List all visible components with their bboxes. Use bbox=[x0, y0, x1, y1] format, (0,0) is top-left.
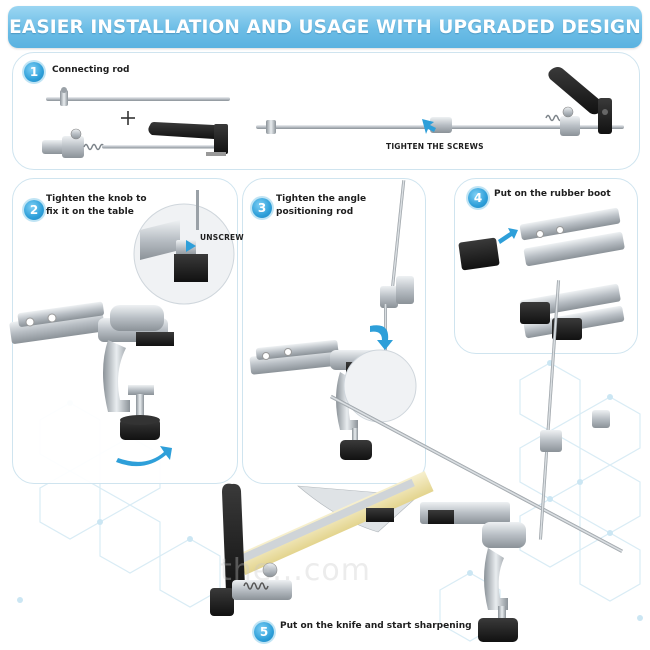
header-banner: EASIER INSTALLATION AND USAGE WITH UPGRA… bbox=[8, 6, 642, 48]
curved-arrow-icon bbox=[370, 325, 393, 350]
unscrew-label: UNSCREW bbox=[200, 233, 244, 242]
assembled-rod-illustration bbox=[256, 67, 624, 136]
zoom-detail-step-2 bbox=[140, 220, 208, 282]
step-3-label-line-2: positioning rod bbox=[276, 207, 354, 217]
step-3-panel bbox=[242, 178, 426, 484]
step-5-label: Put on the knife and start sharpening bbox=[280, 621, 472, 631]
rubber-boot-illustration bbox=[458, 237, 500, 271]
clamp-illustration-step-4-top bbox=[519, 207, 625, 267]
step-3-label-line-1: Tighten the angle bbox=[276, 194, 367, 204]
step-1-label: Connecting rod bbox=[52, 65, 130, 75]
knob-assembly-illustration bbox=[42, 128, 222, 158]
handle-illustration bbox=[148, 122, 228, 156]
rotate-arrow-icon bbox=[116, 446, 172, 467]
boot-arrow-icon bbox=[498, 228, 518, 244]
connecting-rod-illustration bbox=[46, 87, 230, 106]
step-4-badge: 4 bbox=[468, 188, 488, 208]
step-5-badge: 5 bbox=[254, 622, 274, 642]
clamp-illustration-step-2 bbox=[9, 301, 174, 440]
sharpener-assembly-illustration bbox=[210, 280, 624, 642]
step-4-label: Put on the rubber boot bbox=[494, 189, 611, 199]
watermark: the...com bbox=[220, 553, 371, 588]
step-2-label-line-1: Tighten the knob to bbox=[46, 194, 147, 204]
step-1-badge: 1 bbox=[24, 62, 44, 82]
step-2-badge: 2 bbox=[24, 200, 44, 220]
step-2-label-line-2: fix it on the table bbox=[46, 207, 134, 217]
clamp-illustration-step-4-bottom bbox=[519, 283, 625, 340]
zoom-circle-step-3 bbox=[343, 349, 417, 423]
step-1-panel bbox=[12, 52, 640, 170]
tighten-screws-label: TIGHTEN THE SCREWS bbox=[386, 142, 484, 151]
plus-icon bbox=[121, 111, 135, 125]
page-title: EASIER INSTALLATION AND USAGE WITH UPGRA… bbox=[9, 16, 641, 38]
step-3-badge: 3 bbox=[252, 198, 272, 218]
tighten-arrow-icon bbox=[422, 119, 436, 134]
